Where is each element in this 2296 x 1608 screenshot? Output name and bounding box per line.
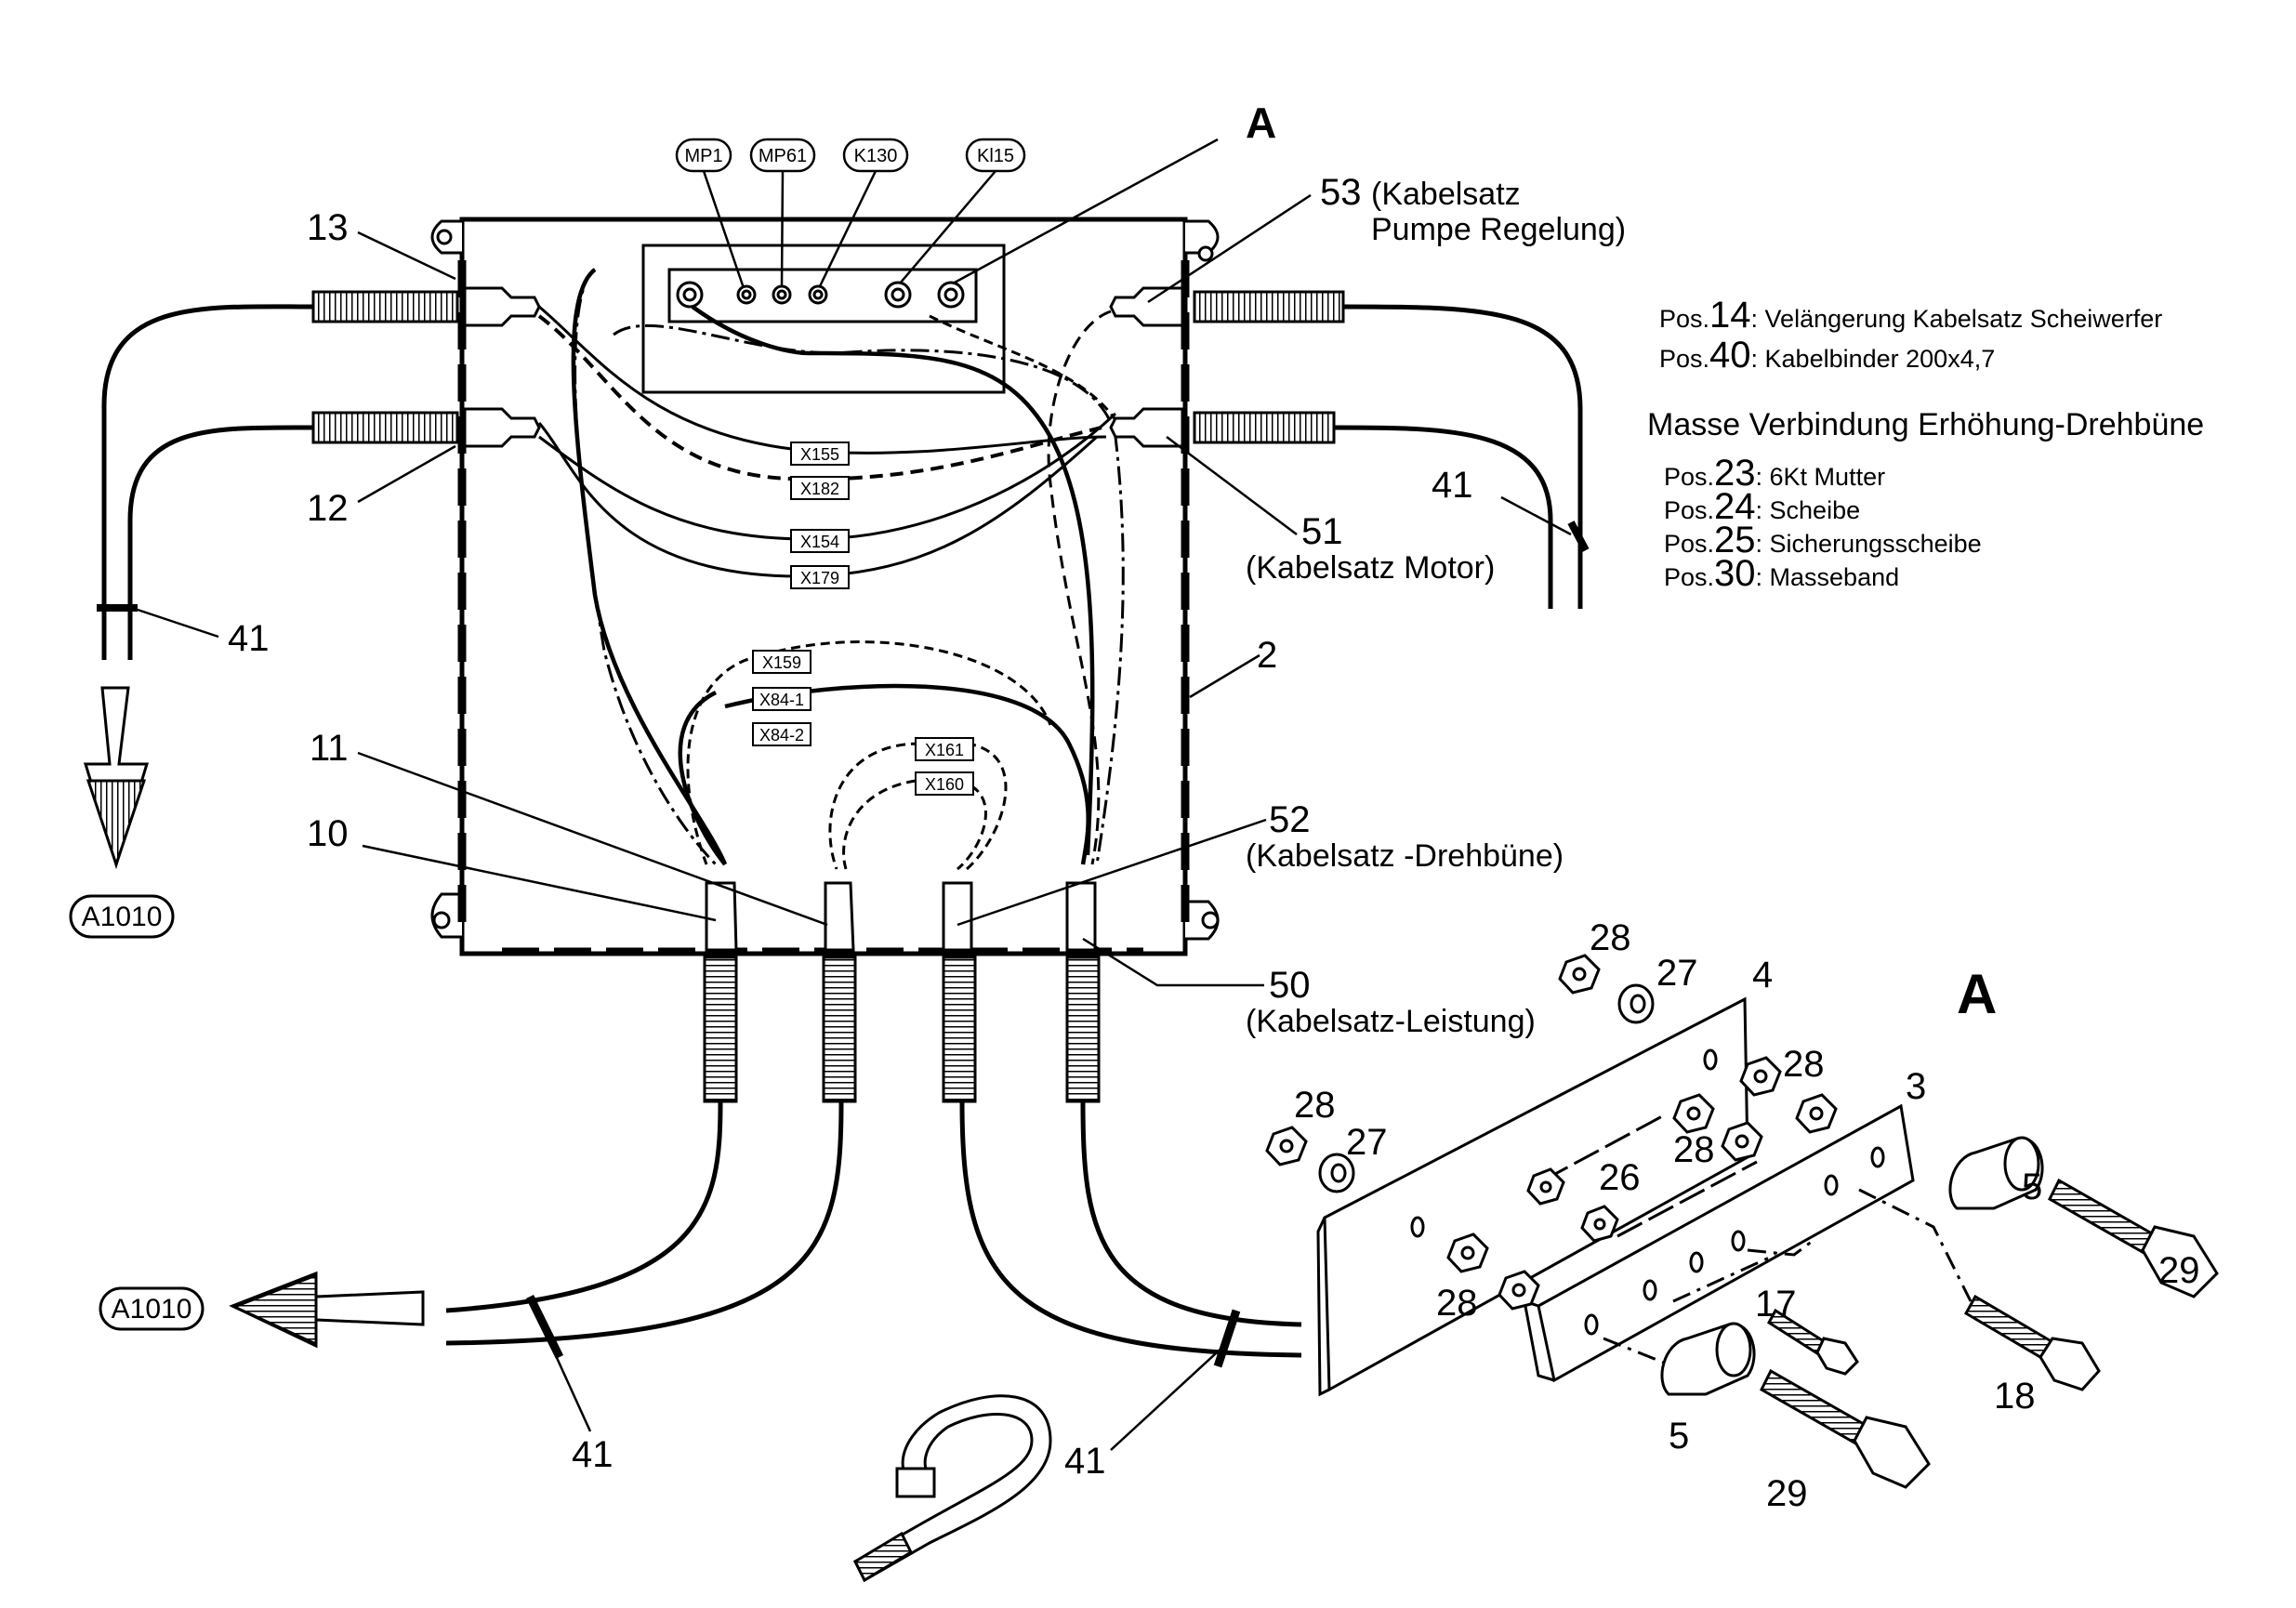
callout-5-right: 5: [2022, 1166, 2042, 1207]
terminal-board: [641, 244, 1006, 394]
arrow-down-icon: [83, 686, 150, 870]
callout-29-right: 29: [2158, 1250, 2200, 1291]
callout-41-bottom-right: 41: [1064, 1441, 1106, 1482]
legend-title: Masse Verbindung Erhöhung-Drehbüne: [1647, 407, 2204, 442]
detail-a-assembly: [1265, 954, 2219, 1489]
callout-18: 18: [1994, 1376, 2036, 1417]
detail-a-heading: A: [1957, 963, 1997, 1025]
legend-row-25: Pos.25: Sicherungsscheibe: [1664, 520, 1982, 560]
callout-12: 12: [307, 488, 349, 529]
ref-a1010-bottom-left: [69, 894, 175, 939]
connector-tags: [752, 442, 974, 796]
arrow-left-icon: [229, 1271, 425, 1349]
connector-x155: X155: [800, 445, 839, 464]
callout-10: 10: [307, 813, 349, 854]
legend-row-24: Pos.24: Scheibe: [1664, 486, 1860, 527]
callout-descriptions: (Kabelsatz Pumpe Regelung) (Kabelsatz Mo…: [1246, 177, 1626, 1039]
callout-leaders: [134, 193, 1572, 1451]
callout-53: 53: [1320, 172, 1362, 213]
terminal-mp1: MP1: [684, 146, 722, 166]
ref-a1010-left: [99, 1286, 205, 1331]
control-box: [430, 217, 1220, 956]
text-53-line2: Pumpe Regelung): [1371, 212, 1626, 247]
connector-x154: X154: [800, 533, 839, 551]
cable-tie-icon: [853, 1394, 1052, 1583]
connector-x159: X159: [762, 653, 801, 672]
terminal-leaders: [702, 138, 1219, 289]
terminal-kl15: Kl15: [977, 146, 1014, 166]
bottom-cables: [445, 881, 1302, 1368]
connector-x182: X182: [800, 480, 839, 498]
callout-28-left: 28: [1294, 1085, 1336, 1126]
terminal-k130: K130: [854, 146, 898, 166]
connector-x84-1: X84-1: [759, 691, 804, 709]
callout-28-bottom: 28: [1436, 1283, 1478, 1324]
legend: Pos.14: Velängerung Kabelsatz Scheiwerfe…: [1647, 295, 2204, 594]
terminal-labels: [675, 138, 1026, 173]
callout-50: 50: [1269, 965, 1311, 1006]
callout-13: 13: [307, 207, 349, 248]
callout-41-right: 41: [1432, 465, 1473, 506]
text-53-line1: (Kabelsatz: [1371, 177, 1521, 212]
legend-row-23: Pos.23: 6Kt Mutter: [1664, 453, 1885, 494]
connector-x84-2: X84-2: [759, 726, 804, 745]
callout-2: 2: [1257, 635, 1277, 676]
text-51: (Kabelsatz Motor): [1246, 550, 1495, 586]
text-52: (Kabelsatz -Drehbüne): [1246, 838, 1564, 874]
section-letter: A: [1246, 99, 1276, 147]
ref-a1010-bottom-left-label: A1010: [82, 902, 163, 932]
callout-numbers: 13 12 41 11 10 53 51 41 2 52 50 41 41 28…: [228, 172, 2200, 1514]
callout-5-left: 5: [1669, 1416, 1689, 1456]
terminal-mp61: MP61: [759, 146, 807, 166]
callout-3: 3: [1906, 1066, 1926, 1107]
text-50: (Kabelsatz-Leistung): [1246, 1004, 1536, 1039]
callout-41-left: 41: [228, 618, 270, 659]
connector-x179: X179: [800, 569, 839, 587]
callout-52: 52: [1269, 799, 1311, 840]
side-cables: [97, 286, 1590, 660]
callout-29-left: 29: [1766, 1473, 1808, 1514]
legend-row-40: Pos.40: Kabelbinder 200x4,7: [1659, 335, 1995, 376]
callout-17: 17: [1755, 1284, 1797, 1325]
callout-27-top: 27: [1656, 953, 1698, 994]
callout-28-right: 28: [1783, 1044, 1825, 1085]
callout-41-bottom-left: 41: [572, 1434, 614, 1475]
connector-x161: X161: [925, 741, 964, 759]
callout-4: 4: [1752, 955, 1773, 995]
callout-51: 51: [1301, 511, 1343, 552]
connector-x160: X160: [925, 775, 964, 794]
callout-28-top: 28: [1590, 917, 1631, 958]
legend-row-14: Pos.14: Velängerung Kabelsatz Scheiwerfe…: [1659, 295, 2162, 336]
ref-a1010-left-label: A1010: [112, 1294, 192, 1325]
callout-11: 11: [310, 728, 349, 769]
callout-28-mid: 28: [1673, 1129, 1715, 1170]
callout-26: 26: [1599, 1157, 1641, 1198]
legend-row-30: Pos.30: Masseband: [1664, 553, 1899, 594]
callout-27-left: 27: [1346, 1122, 1388, 1163]
